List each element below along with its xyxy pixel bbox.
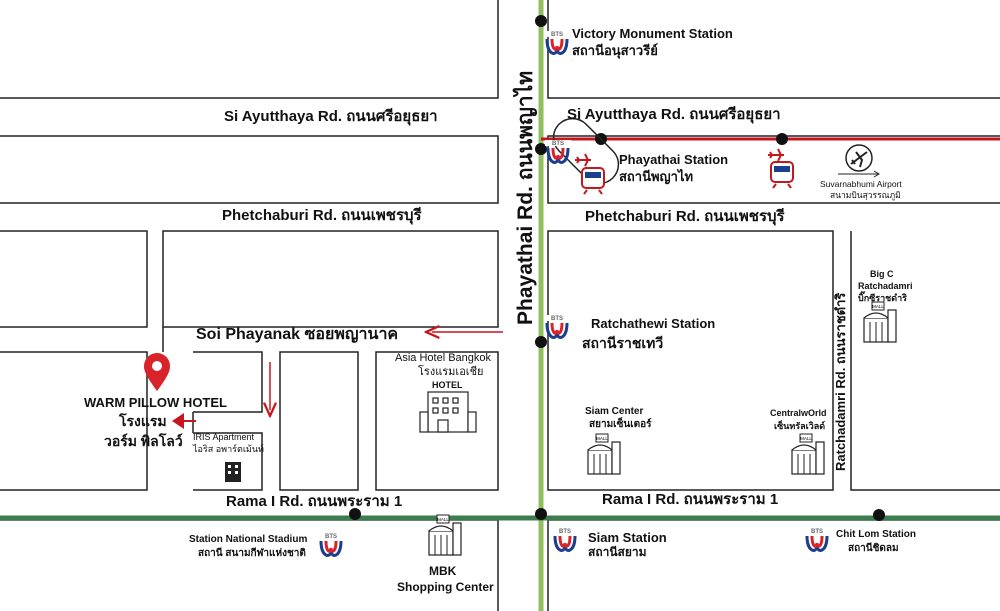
station-label-chit-lom: Chit Lom Station: [836, 529, 916, 540]
station-label-siam-th: สถานีสยาม: [588, 545, 647, 559]
road-label-rama-1: Rama I Rd. ถนนพระราม 1: [602, 491, 779, 508]
siam-center-label-th: สยามเซ็นเตอร์: [589, 419, 652, 430]
asia-hotel-label-th: โรงแรมเอเชีย: [418, 366, 484, 378]
road-label-rama-1: Rama I Rd. ถนนพระราม 1: [226, 493, 403, 510]
plane-icon: [574, 153, 592, 167]
mall-icon: [863, 301, 897, 343]
iris-label-th: ไอริส อพาร์ตเม้นท์: [193, 444, 264, 454]
bts-logo-icon: [316, 531, 346, 557]
station-label-national-stadium-th: สถานี สนามกีฬาแห่งชาติ: [198, 548, 306, 559]
bts-logo-icon: [543, 138, 573, 164]
mbk-label: MBK: [429, 564, 457, 578]
apartment-icon: [225, 462, 241, 482]
hotel-building-icon: [419, 391, 477, 433]
asia-hotel-sign: HOTEL: [432, 380, 463, 390]
train-icon: [770, 161, 794, 189]
road-label-si-ayutthaya: Si Ayutthaya Rd. ถนนศรีอยุธยา: [224, 108, 438, 125]
bigc-label: Big C: [870, 269, 894, 279]
road-label-soi-phayanak: Soi Phayanak ซอยพญานาค: [196, 326, 399, 343]
mall-icon: [791, 433, 825, 475]
siam-center-label: Siam Center: [585, 406, 644, 417]
bts-logo-icon: [542, 29, 572, 55]
station-label-phayathai-th: สถานีพญาไท: [619, 169, 694, 184]
road-label-phetchaburi: Phetchaburi Rd. ถนนเพชรบุรี: [222, 207, 422, 224]
bigc-label-th: บิ๊กซีราชดำริ: [858, 293, 907, 303]
station-label-phayathai: Phayathai Station: [619, 152, 729, 167]
station-label-chit-lom-th: สถานีชิดลม: [848, 543, 899, 554]
bigc-label: Ratchadamri: [858, 281, 913, 291]
bts-logo-icon: [802, 526, 832, 552]
road-label-phayathai: Phayathai Rd. ถนนพญาไท: [514, 70, 537, 325]
iris-label: IRIS Apartment: [193, 432, 255, 442]
road-label-si-ayutthaya: Si Ayutthaya Rd. ถนนศรีอยุธยา: [567, 106, 781, 123]
airport-label: Suvarnabhumi Airport: [820, 179, 902, 189]
road-label-ratchadamri: Ratchadamri Rd. ถนนราชดำริ: [833, 292, 848, 471]
road-label-phetchaburi: Phetchaburi Rd. ถนนเพชรบุรี: [585, 208, 785, 225]
station-label-victory: Victory Monument Station: [572, 26, 733, 41]
bts-logo-icon: [550, 526, 580, 552]
location-pin-icon: [144, 353, 170, 391]
mall-icon: [428, 514, 462, 556]
hotel-label-th: โรงแรม: [119, 413, 167, 429]
station-label-siam: Siam Station: [588, 530, 667, 545]
station-label-national-stadium: Station National Stadium: [189, 534, 308, 545]
station-label-ratchathewi-th: สถานีราชเทวี: [582, 335, 664, 351]
plane-icon: [767, 148, 785, 162]
mbk-label: Shopping Center: [397, 580, 494, 594]
pointer-arrow-icon: [172, 413, 196, 429]
bts-logo-icon: [542, 313, 572, 339]
airport-label-th: สนามบินสุวรรณภูมิ: [830, 190, 901, 200]
centralworld-label-th: เซ็นทรัลเวิลด์: [774, 421, 826, 431]
mall-icon: [587, 433, 621, 475]
station-label-ratchathewi: Ratchathewi Station: [591, 316, 716, 331]
airport-icon: [838, 144, 880, 178]
hotel-label-th: วอร์ม พิลโลว์: [104, 433, 183, 449]
asia-hotel-label: Asia Hotel Bangkok: [395, 352, 491, 364]
train-icon: [581, 167, 605, 195]
hotel-label: WARM PILLOW HOTEL: [84, 395, 227, 410]
centralworld-label: CentralwOrld: [770, 408, 827, 418]
station-label-victory-th: สถานีอนุสาวรีย์: [572, 43, 658, 58]
